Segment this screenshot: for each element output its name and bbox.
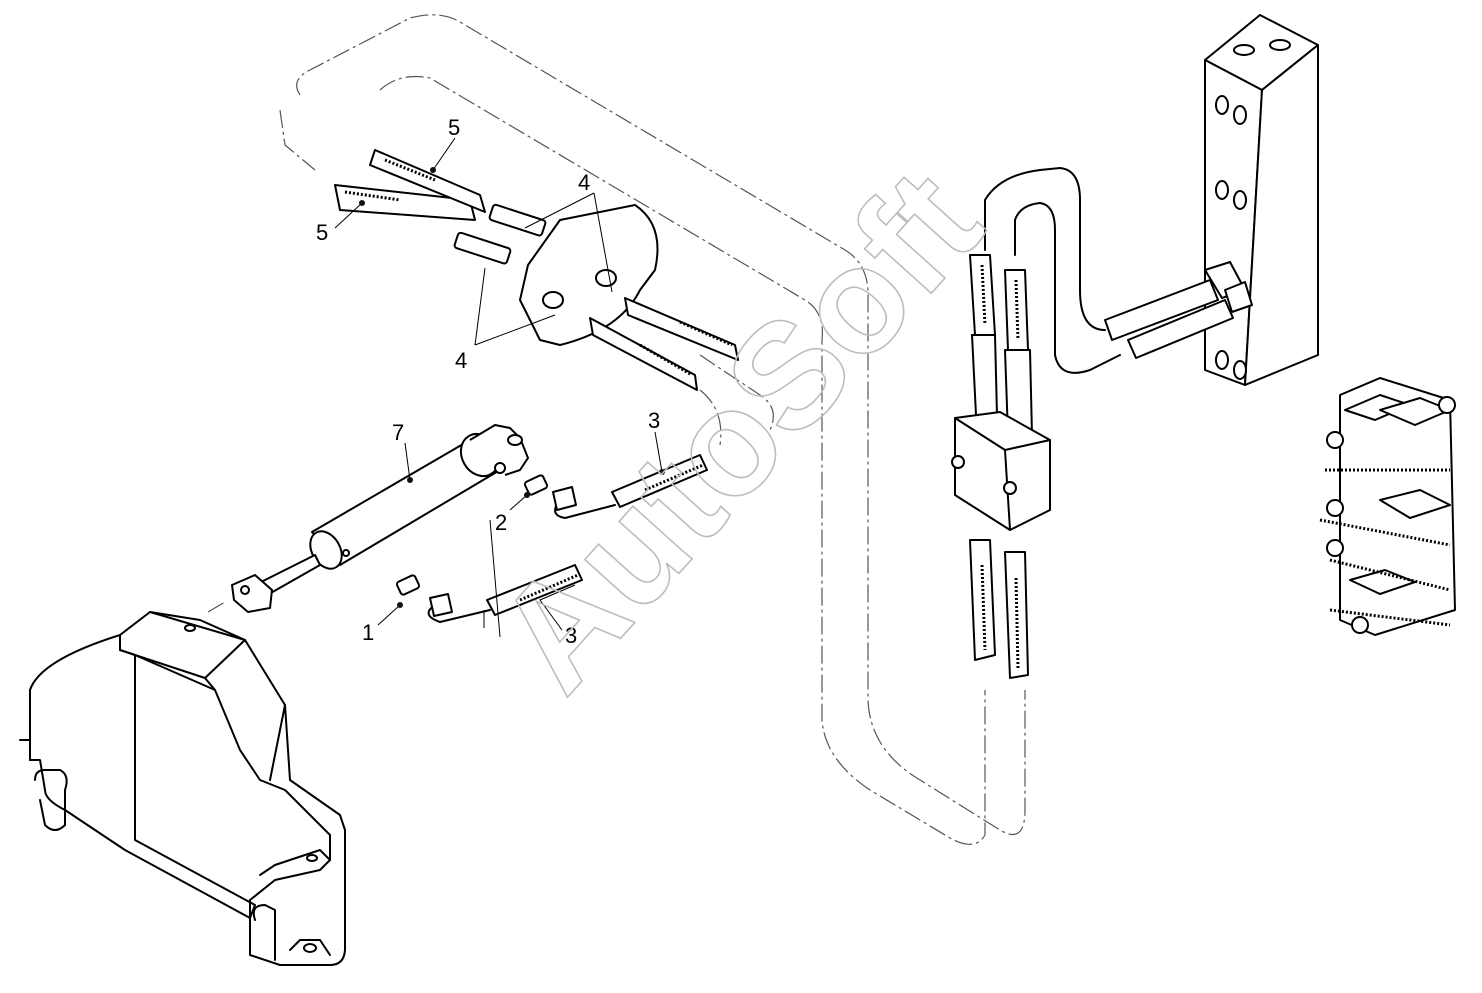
callout-1: 1	[362, 620, 374, 645]
hydraulic-cylinder	[231, 424, 529, 613]
callout-5-lower: 5	[316, 220, 328, 245]
leader-lines	[334, 137, 663, 638]
callout-5-upper: 5	[448, 115, 460, 140]
callout-3-upper: 3	[648, 408, 660, 433]
upper-hose-group	[334, 149, 739, 391]
leader-dots	[359, 167, 665, 608]
callout-7: 7	[392, 420, 404, 445]
callout-4-lower: 4	[455, 348, 467, 373]
watermark: AutoSoft	[464, 139, 1012, 722]
callout-4-upper: 4	[578, 170, 590, 195]
mounting-bracket	[19, 611, 346, 966]
cylinder-hoses	[395, 454, 708, 623]
callout-3-lower: 3	[565, 623, 577, 648]
valve-block-hoses	[951, 167, 1253, 679]
callout-2: 2	[495, 510, 507, 535]
routing-lines	[207, 14, 1026, 845]
control-valve-stack	[1319, 377, 1456, 636]
manifold-block	[1204, 14, 1319, 386]
